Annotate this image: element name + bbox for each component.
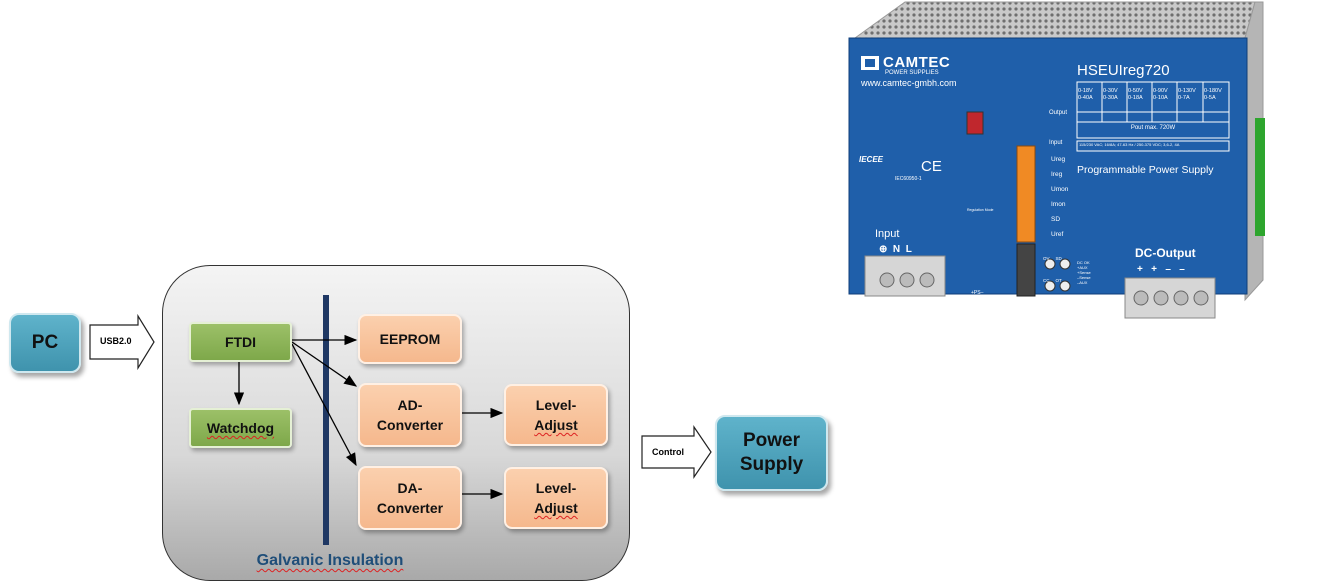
ad-converter-label-2: Converter <box>376 417 444 433</box>
ftdi-to-ad-arrow <box>291 341 358 387</box>
control-link-arrow <box>641 425 712 479</box>
input-terminal-label: Input <box>875 228 900 240</box>
power-supply-label-1: Power <box>742 430 801 451</box>
level-adjust-2-node: Level- Adjust <box>504 467 608 529</box>
aux-labels: DC OK +AUX +Sense –Sense –AUX <box>1077 260 1091 285</box>
da-converter-label-2: Converter <box>376 500 444 516</box>
input-terminal-pins: ⊕ N L <box>879 244 912 255</box>
website-text: www.camtec-gmbh.com <box>861 78 957 88</box>
model-name: HSEUIreg720 <box>1077 62 1170 79</box>
iecee-mark: IECEE <box>859 155 884 164</box>
level-adjust-2-label-2: Adjust <box>534 500 578 516</box>
ftdi-label: FTDI <box>224 334 257 350</box>
brand-name: CAMTEC <box>883 54 951 71</box>
galvanic-insulation-label: Galvanic Insulation <box>256 552 404 569</box>
cert-label: IEC60950-1 <box>895 176 922 182</box>
usb-link-arrow <box>89 313 155 371</box>
level-adjust-1-label-1: Level- <box>535 397 577 413</box>
dc-output-label: DC-Output <box>1135 246 1196 260</box>
insulation-barrier <box>323 295 329 545</box>
level-adjust-2-label-1: Level- <box>535 480 577 496</box>
pc-label: PC <box>31 332 59 353</box>
input-small-label: Input <box>1049 140 1063 146</box>
power-supply-node: Power Supply <box>715 415 828 491</box>
control-link-label: Control <box>652 447 684 457</box>
regulation-mode-label: Regulation Mode <box>967 208 994 212</box>
eeprom-label: EEPROM <box>379 331 441 347</box>
product-subtitle: Programmable Power Supply <box>1077 164 1214 176</box>
brand-subtitle: POWER SUPPLIES <box>885 70 939 76</box>
dc-output-pins: + + – – <box>1137 264 1185 275</box>
ce-mark: CE <box>921 158 942 175</box>
ps-label: +PS– <box>971 290 984 296</box>
pc-node: PC <box>9 313 81 373</box>
da-converter-label-1: DA- <box>397 480 423 496</box>
power-supply-label-2: Supply <box>739 454 804 475</box>
eeprom-node: EEPROM <box>358 314 462 364</box>
ftdi-node: FTDI <box>189 322 292 362</box>
watchdog-label: Watchdog <box>206 420 275 436</box>
ftdi-to-da-arrow <box>291 343 357 467</box>
ad-converter-node: AD- Converter <box>358 383 462 447</box>
pout-label: Pout max. 720W <box>1130 125 1176 131</box>
da-converter-node: DA- Converter <box>358 466 462 530</box>
watchdog-node: Watchdog <box>189 408 292 448</box>
power-supply-photo: CAMTEC POWER SUPPLIES www.camtec-gmbh.co… <box>845 0 1265 330</box>
level-adjust-1-node: Level- Adjust <box>504 384 608 446</box>
input-spec: 115/230 VAC; 16/8A; 47-63 Hz / 250-375 V… <box>1079 142 1180 147</box>
usb-link-label: USB2.0 <box>100 336 132 346</box>
ad-converter-label-1: AD- <box>397 397 423 413</box>
level-adjust-1-label-2: Adjust <box>534 417 578 433</box>
output-label: Output <box>1049 110 1068 116</box>
signal-list: Ureg Ireg Umon Imon SD Uref <box>1051 156 1069 238</box>
